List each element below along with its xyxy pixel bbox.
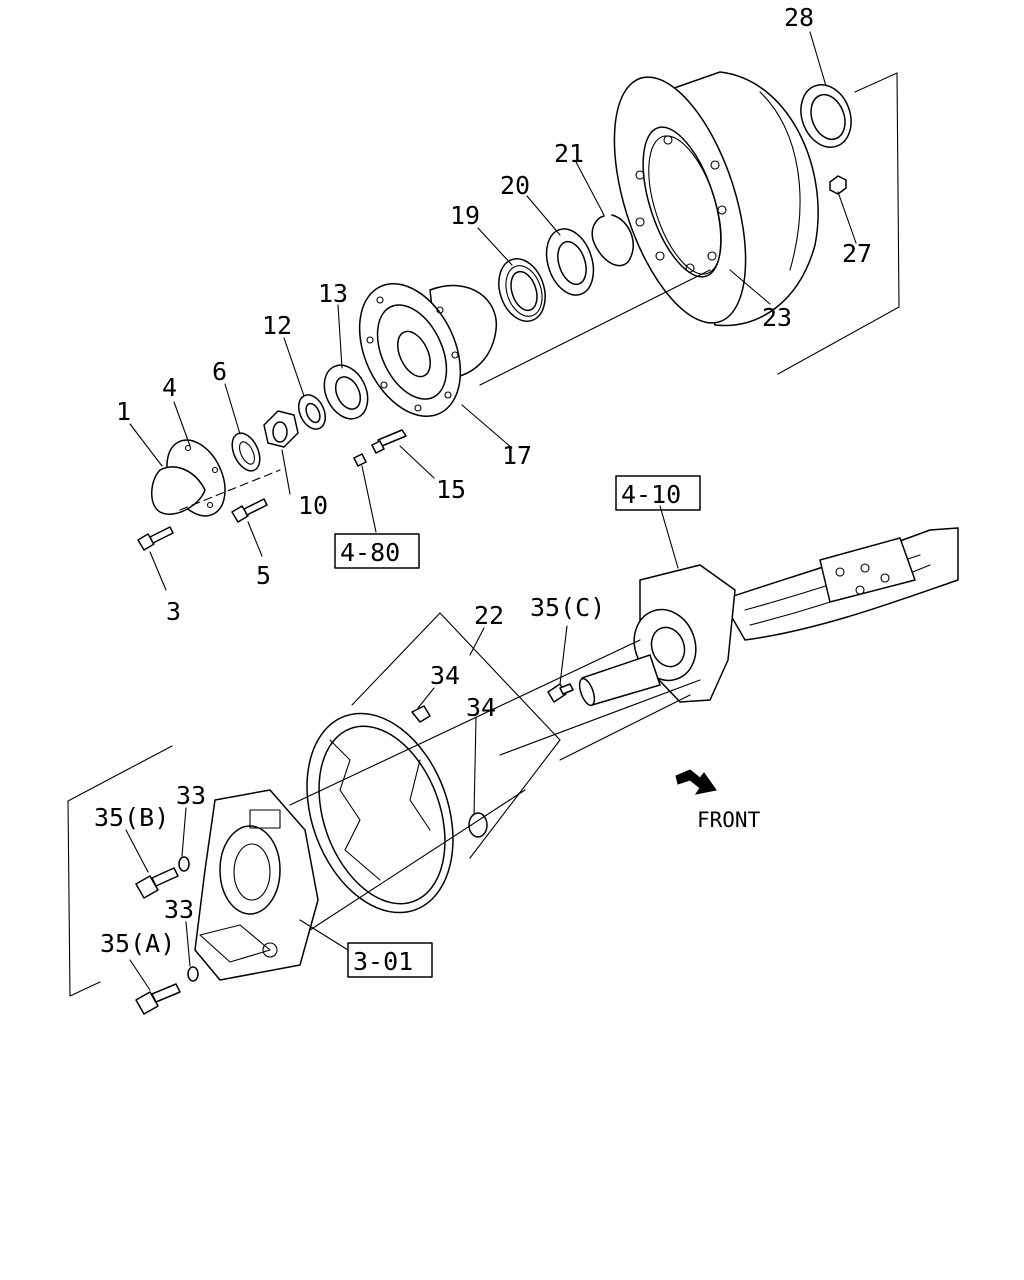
ref-box-4-10[interactable] <box>615 475 701 511</box>
ref-box-3-01[interactable] <box>347 942 433 978</box>
gasket <box>231 432 261 472</box>
callout-23: 23 <box>762 303 792 332</box>
callout-35c: 35(C) <box>530 593 605 622</box>
washer <box>297 394 327 430</box>
callout-19: 19 <box>450 201 480 230</box>
callout-28: 28 <box>784 3 814 32</box>
callout-13: 13 <box>318 279 348 308</box>
callout-35a: 35(A) <box>100 929 175 958</box>
callout-17: 17 <box>502 441 532 470</box>
axle-assembly-drawing <box>67 527 959 1015</box>
ref-box-4-80[interactable] <box>334 533 420 569</box>
bolt-5 <box>231 498 268 523</box>
bolt-3 <box>137 526 174 551</box>
callout-22: 22 <box>474 601 504 630</box>
hub-bolt <box>353 429 407 467</box>
brake-drum <box>613 71 819 327</box>
ref-label-3-01: 3-01 <box>353 947 413 976</box>
callout-12: 12 <box>262 311 292 340</box>
ref-label-4-10: 4-10 <box>621 480 681 509</box>
callout-15: 15 <box>436 475 466 504</box>
callout-1: 1 <box>116 397 131 426</box>
rubber-plug <box>411 705 488 838</box>
callout-20: 20 <box>500 171 530 200</box>
front-label: FRONT <box>697 808 761 832</box>
front-indicator: FRONT <box>675 769 761 832</box>
bolt-35a <box>135 983 181 1015</box>
callout-35b: 35(B) <box>94 803 169 832</box>
ref-label-4-80: 4-80 <box>340 538 400 567</box>
axle-beam <box>721 527 959 641</box>
inner-bearing <box>323 364 369 420</box>
brake-bracket <box>194 789 319 981</box>
bolt-35b <box>135 867 179 899</box>
nut-27 <box>829 175 847 195</box>
callout-33-upper: 33 <box>176 781 206 810</box>
callout-10: 10 <box>298 491 328 520</box>
hub-cap <box>151 439 226 517</box>
callout-21: 21 <box>554 139 584 168</box>
snap-ring <box>591 214 634 267</box>
hub-nut <box>263 410 299 448</box>
callout-6: 6 <box>212 357 227 386</box>
wheel-hub <box>358 283 498 417</box>
bolt-35c <box>547 683 574 703</box>
backing-plate <box>306 712 454 914</box>
arrow-icon <box>675 769 717 795</box>
callout-4: 4 <box>162 373 177 402</box>
spring-washer <box>178 856 199 982</box>
steering-knuckle <box>578 564 736 707</box>
hub-assembly-drawing <box>137 71 900 551</box>
callout-34-lower: 34 <box>466 693 496 722</box>
outer-bearing <box>498 258 546 322</box>
part-callouts: 28 27 21 20 19 23 13 12 6 4 1 17 15 10 5… <box>94 3 872 958</box>
seal-ring <box>800 84 852 148</box>
callout-5: 5 <box>256 561 271 590</box>
oil-seal <box>545 228 595 296</box>
callout-3: 3 <box>166 597 181 626</box>
reference-boxes: 4-80 4-10 3-01 <box>334 475 701 978</box>
callout-34-upper: 34 <box>430 661 460 690</box>
leader-lines <box>125 31 857 991</box>
callout-33-lower: 33 <box>164 895 194 924</box>
callout-27: 27 <box>842 239 872 268</box>
